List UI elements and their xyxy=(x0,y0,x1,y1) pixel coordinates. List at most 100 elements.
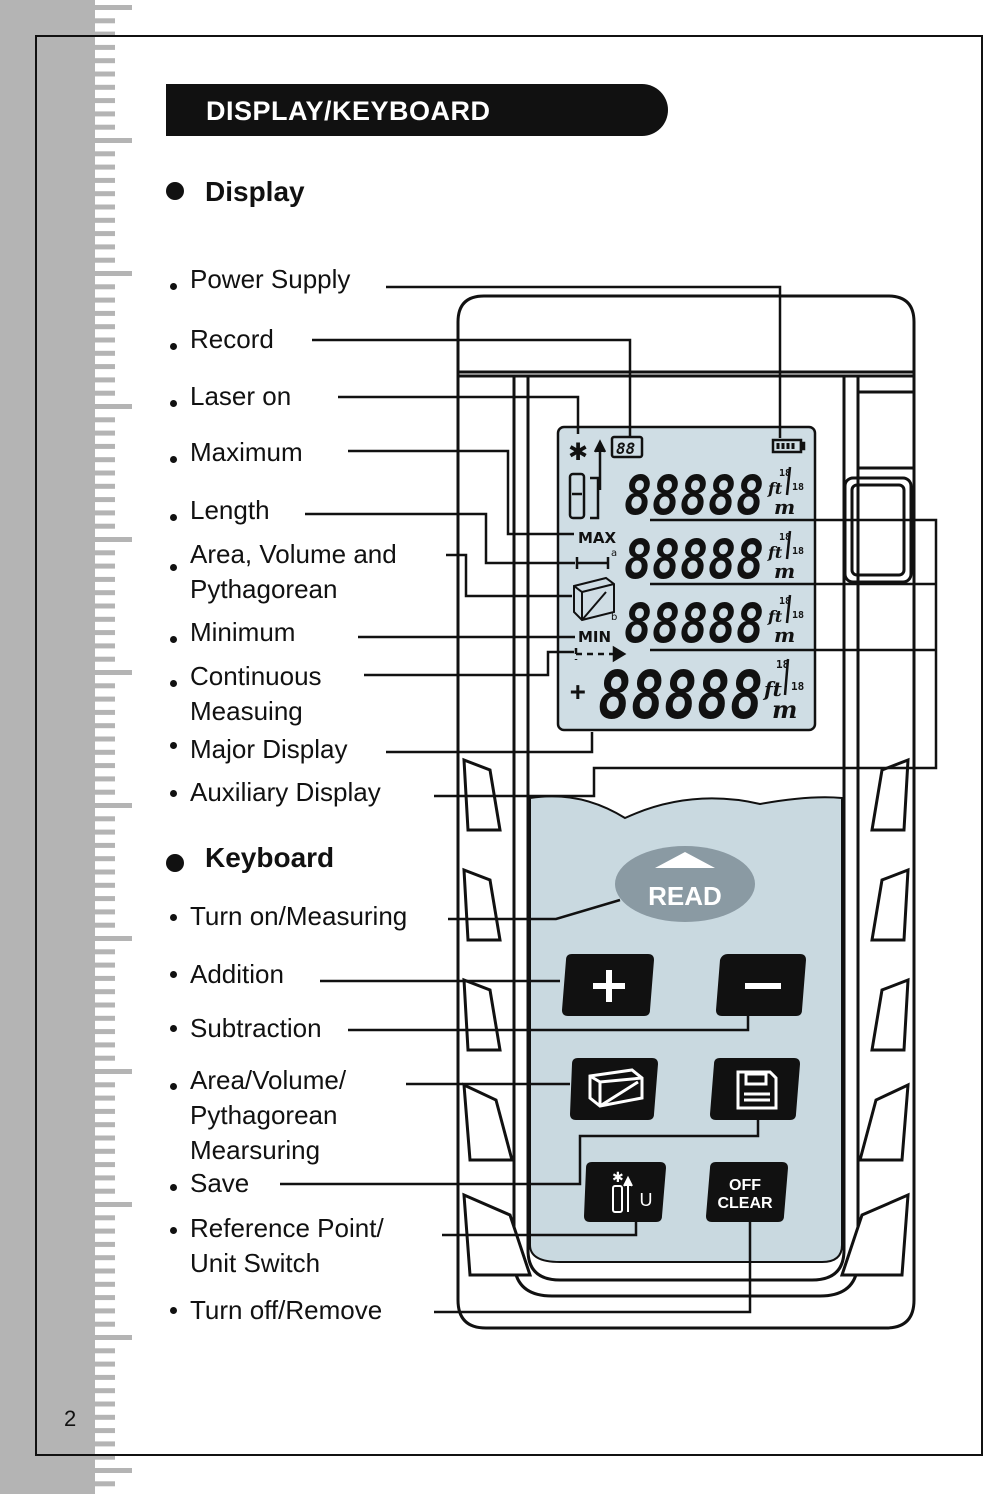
label-reference-point-unit-switch: Reference Point/ Unit Switch xyxy=(190,1213,384,1278)
ruler-tick xyxy=(95,84,115,90)
ruler-tick xyxy=(95,1228,115,1234)
ruler-tick xyxy=(95,1122,115,1128)
ruler-tick xyxy=(95,616,115,622)
ruler-tick xyxy=(95,803,132,808)
ruler-tick xyxy=(95,1441,115,1447)
bullet-dot xyxy=(170,564,177,571)
bullet-dot xyxy=(170,1083,177,1090)
aux-digits-2: 88888 xyxy=(624,528,764,591)
label-minimum: Minimum xyxy=(190,617,296,647)
ruler-tick xyxy=(95,1414,115,1420)
ruler-tick xyxy=(95,869,115,875)
ruler-tick xyxy=(95,1069,132,1074)
reference-unit-button[interactable]: ✱ U xyxy=(584,1162,666,1222)
ruler-tick xyxy=(95,151,115,157)
ruler-tick xyxy=(95,683,115,689)
fraction-4: 18 xyxy=(776,658,789,671)
label-continuous-measuring: Continuous Measuing xyxy=(190,661,322,726)
fraction-3b: 18 xyxy=(792,610,804,621)
ruler-tick xyxy=(95,1241,115,1247)
ruler-tick xyxy=(95,1481,115,1487)
ruler-tick xyxy=(95,164,115,170)
bullet-dot xyxy=(170,790,177,797)
ruler-tick xyxy=(95,603,115,609)
ruler-tick xyxy=(95,856,115,862)
label-auxiliary-display: Auxiliary Display xyxy=(190,777,381,807)
off-clear-button[interactable]: OFF CLEAR xyxy=(706,1162,788,1222)
ruler-tick xyxy=(95,191,115,197)
ruler-tick xyxy=(95,350,115,356)
ruler-tick xyxy=(95,430,115,436)
ruler-tick xyxy=(95,1082,115,1088)
ruler-tick xyxy=(95,1321,115,1327)
ruler-tick xyxy=(95,896,115,902)
ruler-tick xyxy=(95,1148,115,1154)
continuous-measuring-icon xyxy=(574,648,616,660)
ruler-tick xyxy=(95,1015,115,1021)
fraction-1: 18 xyxy=(779,468,791,479)
ruler-tick xyxy=(95,98,115,104)
plus-sign: + xyxy=(570,677,586,707)
ruler-tick xyxy=(95,1002,115,1008)
leader-lines xyxy=(280,285,938,1314)
ruler-tick xyxy=(95,1295,115,1301)
ruler-tick xyxy=(95,271,132,276)
fraction-4b: 18 xyxy=(791,680,804,693)
read-button[interactable]: READ xyxy=(615,846,755,922)
ruler-tick xyxy=(95,257,115,263)
ruler-tick xyxy=(95,936,132,941)
bullet-dot xyxy=(170,343,177,350)
label-length: Length xyxy=(190,495,270,525)
ruler-tick xyxy=(95,44,115,50)
ruler-tick xyxy=(95,537,132,542)
ruler-tick xyxy=(95,816,115,822)
page-ruler-edge xyxy=(0,0,132,1494)
ruler-tick xyxy=(95,696,115,702)
ruler-tick xyxy=(95,443,115,449)
label-power-supply: Power Supply xyxy=(190,264,351,294)
record-icon xyxy=(610,435,644,459)
ruler-tick xyxy=(95,18,115,24)
unit-m-2: m xyxy=(774,559,795,583)
ruler-tick xyxy=(95,1042,115,1048)
ruler-tick xyxy=(95,842,115,848)
ruler-tick xyxy=(95,5,132,10)
fraction-3: 18 xyxy=(779,596,791,607)
bullet-dot xyxy=(170,1025,177,1032)
ruler-tick xyxy=(95,1162,115,1168)
bullet-dot xyxy=(170,283,177,290)
bullet-dot xyxy=(170,971,177,978)
save-button[interactable] xyxy=(710,1058,800,1120)
ruler-tick xyxy=(95,1361,115,1367)
unit-m-4: m xyxy=(772,695,797,724)
ruler-tick xyxy=(95,1095,115,1101)
ruler-tick xyxy=(95,1454,115,1460)
plus-button[interactable] xyxy=(562,954,654,1016)
ruler-tick xyxy=(95,550,115,556)
label-maximum: Maximum xyxy=(190,437,303,467)
reference-point-icon: ✱ xyxy=(612,1170,633,1213)
ruler-tick xyxy=(95,1202,132,1207)
ruler-tick xyxy=(95,1374,115,1380)
ruler-tick xyxy=(95,324,115,330)
area-volume-button[interactable] xyxy=(570,1058,658,1120)
ruler-tick xyxy=(95,962,115,968)
ruler-tick xyxy=(95,417,115,423)
unit-switch-label: U xyxy=(640,1190,653,1210)
unit-m-1: m xyxy=(774,495,795,519)
ruler-tick xyxy=(95,1401,115,1407)
unit-ft-2: ft xyxy=(767,543,783,562)
ruler-tick xyxy=(95,177,115,183)
ruler-tick xyxy=(95,510,115,516)
minus-button[interactable] xyxy=(716,954,806,1016)
unit-ft-1: ft xyxy=(767,479,783,498)
bullet-dot xyxy=(170,514,177,521)
ruler-tick xyxy=(95,1428,115,1434)
ruler-tick xyxy=(95,497,115,503)
ruler-tick xyxy=(95,975,115,981)
header-bar: DISPLAY/KEYBOARD xyxy=(166,84,668,136)
aux-digits-3: 88888 xyxy=(624,592,764,655)
ruler-tick xyxy=(95,364,115,370)
side-a-label: a xyxy=(611,548,617,559)
